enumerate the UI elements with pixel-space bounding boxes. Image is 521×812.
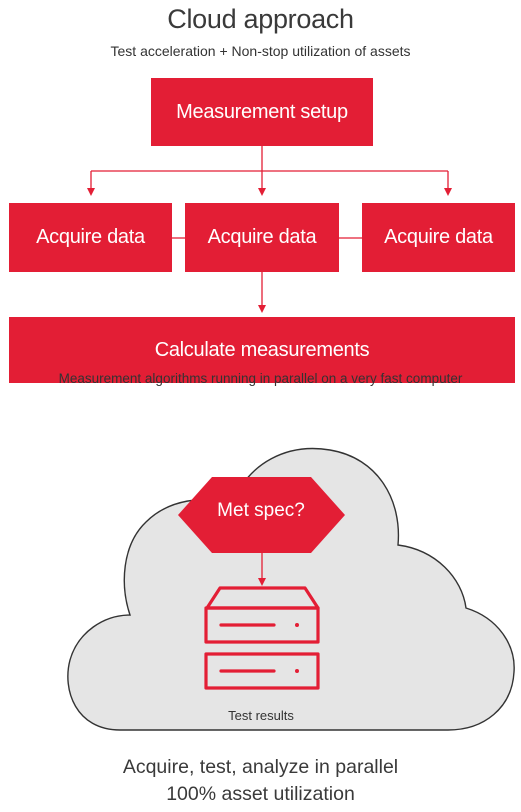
- measurement-setup-box: Measurement setup: [151, 78, 373, 146]
- page-title: Cloud approach: [167, 4, 354, 34]
- acquire-data-box-left: Acquire data: [9, 203, 172, 272]
- decision-label: Met spec?: [217, 500, 305, 521]
- calculate-caption: Measurement algorithms running in parall…: [58, 371, 463, 386]
- test-results-label: Test results: [228, 708, 294, 723]
- calculate-measurements-box: Calculate measurements: [9, 317, 515, 383]
- server-stack-icon: [204, 586, 320, 690]
- acquire-data-box-right: Acquire data: [362, 203, 515, 272]
- decision-hexagon-icon: [178, 477, 345, 553]
- page-subtitle: Test acceleration + Non-stop utilization…: [110, 43, 411, 59]
- footer-line-1: Acquire, test, analyze in parallel: [122, 756, 399, 778]
- footer-line-2: 100% asset utilization: [166, 783, 355, 805]
- acquire-data-box-center: Acquire data: [185, 203, 339, 272]
- setup-to-acquire-connectors: [87, 146, 452, 313]
